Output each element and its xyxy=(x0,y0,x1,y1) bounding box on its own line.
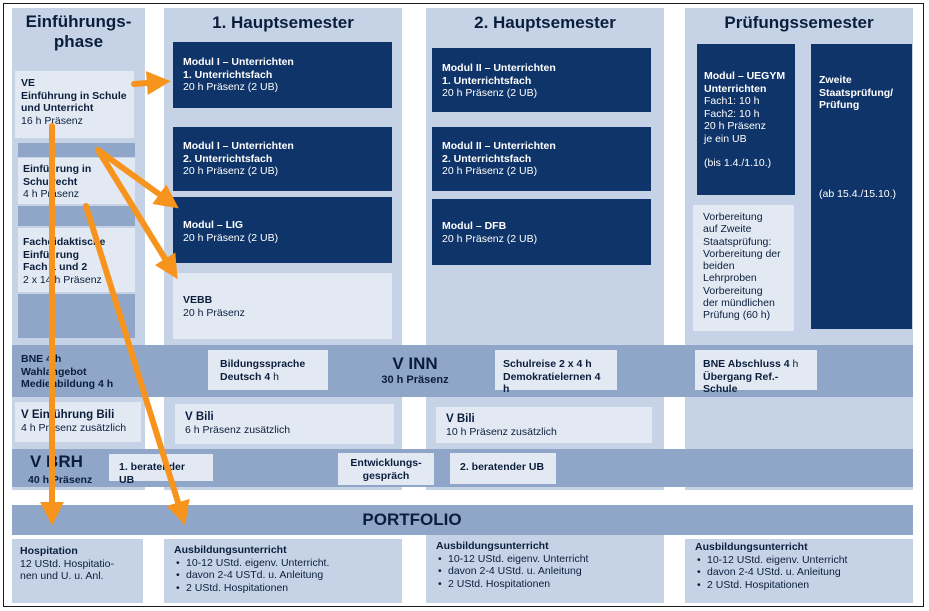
au2-item: 10-12 UStd. eigenv. Unterricht xyxy=(436,553,654,566)
modul1-fach1-title: Modul I – Unterrichten 1. Unterrichtsfac… xyxy=(183,56,294,81)
modul1-fach2-title: Modul I – Unterrichten 2. Unterrichtsfac… xyxy=(183,140,294,165)
bili2-title: V Bili xyxy=(446,413,475,425)
modul1-fach2-hours: 20 h Präsenz (2 UB) xyxy=(183,165,279,177)
modul2-fach1-hours: 20 h Präsenz (2 UB) xyxy=(442,87,538,99)
fachdidaktik-hours: 2 x 14 h Präsenz xyxy=(23,273,102,286)
header-hauptsemester-1: 1. Hauptsemester xyxy=(212,13,354,32)
au2-title: Ausbildungsunterricht xyxy=(436,540,549,552)
box-modul-uegym: Modul – UEGYM Unterrichten Fach1: 10 h F… xyxy=(697,44,795,195)
hospitation-body: 12 UStd. Hospitatio- nen und U. u. Anl. xyxy=(20,557,114,583)
box-schulrecht: Einführung in Schulrecht 4 h Präsenz xyxy=(18,158,135,204)
au1-item: davon 2-4 USTd. u. Anleitung xyxy=(174,569,392,582)
vinn-left-label: BNE 4 h Wahlangebot Medienbildung 4 h xyxy=(21,353,114,390)
strip-einfuehrung-3 xyxy=(18,294,135,338)
modul2-fach2-title: Modul II – Unterrichten 2. Unterrichtsfa… xyxy=(442,140,556,165)
bne-abschluss-title: BNE Abschluss 4 xyxy=(703,358,790,370)
bili0-hours: 4 h Präsenz zusätzlich xyxy=(21,421,127,434)
vbrh-title: V BRH xyxy=(30,452,83,471)
fachdidaktik-title: Fachdidaktische Einführung Fach 1 und 2 xyxy=(23,236,106,273)
zweite-title: Zweite Staatsprüfung/ Prüfung xyxy=(819,74,894,111)
box-ve-einfuehrung: VE Einführung in Schule und Unterricht 1… xyxy=(15,71,134,138)
box-zweite-staatspruefung: Zweite Staatsprüfung/ Prüfung (ab 15.4./… xyxy=(811,44,912,329)
box-entwicklungsgespraech: Entwicklungs- gespräch xyxy=(338,453,434,485)
box-modul2-fach1: Modul II – Unterrichten 1. Unterrichtsfa… xyxy=(432,48,651,112)
uegym-body: Fach1: 10 h Fach2: 10 h 20 h Präsenz je … xyxy=(704,95,766,145)
box-beratender-ub-1: 1. beratender UB xyxy=(109,454,213,486)
au3-item: 2 UStd. Hospitationen xyxy=(695,579,903,592)
box-modul-lig: Modul – LIG 20 h Präsenz (2 UB) xyxy=(173,197,392,263)
box-schulreise: Schulreise 2 x 4 h Demokratielernen 4 h xyxy=(495,350,617,395)
bne-abschluss-unit: h xyxy=(789,358,799,370)
schulrecht-hours: 4 h Präsenz xyxy=(23,188,80,200)
modul2-fach1-title: Modul II – Unterrichten 1. Unterrichtsfa… xyxy=(442,62,556,87)
modul-dfb-title: Modul – DFB xyxy=(442,220,507,232)
bili2-hours: 10 h Präsenz zusätzlich xyxy=(446,425,557,438)
modul-lig-hours: 20 h Präsenz (2 UB) xyxy=(183,231,279,244)
box-v-bili-1: V Bili 6 h Präsenz zusätzlich xyxy=(175,404,394,444)
portfolio-label: PORTFOLIO xyxy=(362,510,462,529)
box-modul1-fach2: Modul I – Unterrichten 2. Unterrichtsfac… xyxy=(173,127,392,191)
box-ausbildungsunterricht-2: Ausbildungsunterricht 10-12 UStd. eigenv… xyxy=(426,535,664,603)
box-hospitation: Hospitation 12 UStd. Hospitatio- nen und… xyxy=(12,539,143,603)
strip-einfuehrung-1 xyxy=(18,143,135,157)
vinn-hours: 30 h Präsenz xyxy=(381,374,449,386)
ve-hours: 16 h Präsenz xyxy=(21,114,83,127)
schulrecht-title: Einführung in Schulrecht xyxy=(23,163,92,188)
box-ausbildungsunterricht-3: Ausbildungsunterricht 10-12 UStd. eigenv… xyxy=(685,539,913,603)
header-einfuehrungsphase: Einführungs- phase xyxy=(25,12,132,51)
strip-einfuehrung-2 xyxy=(18,206,135,226)
bili1-hours: 6 h Präsenz zusätzlich xyxy=(185,423,291,436)
bili0-title: V Einführung Bili xyxy=(21,409,115,421)
ve-title: VE Einführung in Schule und Unterricht xyxy=(21,77,127,114)
au3-title: Ausbildungsunterricht xyxy=(695,541,808,553)
au1-item: 10-12 UStd. eigenv. Unterricht. xyxy=(174,557,392,570)
modul-dfb-hours: 20 h Präsenz (2 UB) xyxy=(442,232,538,245)
header-hauptsemester-2: 2. Hauptsemester xyxy=(474,13,616,32)
modul-lig-title: Modul – LIG xyxy=(183,219,244,231)
box-beratender-ub-2: 2. beratender UB xyxy=(450,453,556,484)
au3-item: 10-12 UStd. eigenv. Unterricht xyxy=(695,554,903,567)
vebb-title: VEBB xyxy=(183,294,213,306)
au1-item: 2 UStd. Hospitationen xyxy=(174,582,392,595)
bili1-title: V Bili xyxy=(185,411,214,423)
box-modul2-fach2: Modul II – Unterrichten 2. Unterrichtsfa… xyxy=(432,127,651,191)
modul2-fach2-hours: 20 h Präsenz (2 UB) xyxy=(442,165,538,177)
uebergang-title: Übergang Ref.-Schule xyxy=(703,370,779,396)
uegym-date: (bis 1.4./1.10.) xyxy=(704,157,772,169)
vebb-hours: 20 h Präsenz xyxy=(183,306,245,319)
vbrh-hours: 40 h Präsenz xyxy=(28,474,93,486)
modul1-fach1-hours: 20 h Präsenz (2 UB) xyxy=(183,81,279,93)
hospitation-title: Hospitation xyxy=(20,545,78,557)
box-bildungssprache: Bildungssprache Deutsch 4 h xyxy=(208,350,328,390)
au2-item: davon 2-4 UStd. u. Anleitung xyxy=(436,565,654,578)
box-v-einfuehrung-bili: V Einführung Bili 4 h Präsenz zusätzlich xyxy=(15,402,141,442)
bildungssprache-title: Bildungssprache Deutsch 4 xyxy=(220,358,306,383)
au2-item: 2 UStd. Hospitationen xyxy=(436,578,654,591)
box-v-bili-2: V Bili 10 h Präsenz zusätzlich xyxy=(436,407,652,443)
box-modul-dfb: Modul – DFB 20 h Präsenz (2 UB) xyxy=(432,199,651,265)
box-vebb: VEBB 20 h Präsenz xyxy=(173,273,392,339)
au1-title: Ausbildungsunterricht xyxy=(174,544,287,556)
au3-item: davon 2-4 UStd. u. Anleitung xyxy=(695,566,903,579)
box-ausbildungsunterricht-1: Ausbildungsunterricht 10-12 UStd. eigenv… xyxy=(164,539,402,603)
vinn-title: V INN xyxy=(392,354,438,373)
zweite-date: (ab 15.4./15.10.) xyxy=(819,187,897,200)
box-modul1-fach1: Modul I – Unterrichten 1. Unterrichtsfac… xyxy=(173,42,392,108)
box-bne-abschluss: BNE Abschluss 4 h Übergang Ref.-Schule xyxy=(695,350,817,395)
box-vorbereitung: Vorbereitung auf Zweite Staatsprüfung: V… xyxy=(693,205,794,331)
bildungssprache-unit: h xyxy=(270,370,279,383)
box-fachdidaktik: Fachdidaktische Einführung Fach 1 und 2 … xyxy=(18,228,135,292)
uegym-title: Modul – UEGYM Unterrichten xyxy=(704,70,786,95)
header-pruefungssemester: Prüfungssemester xyxy=(724,13,874,32)
